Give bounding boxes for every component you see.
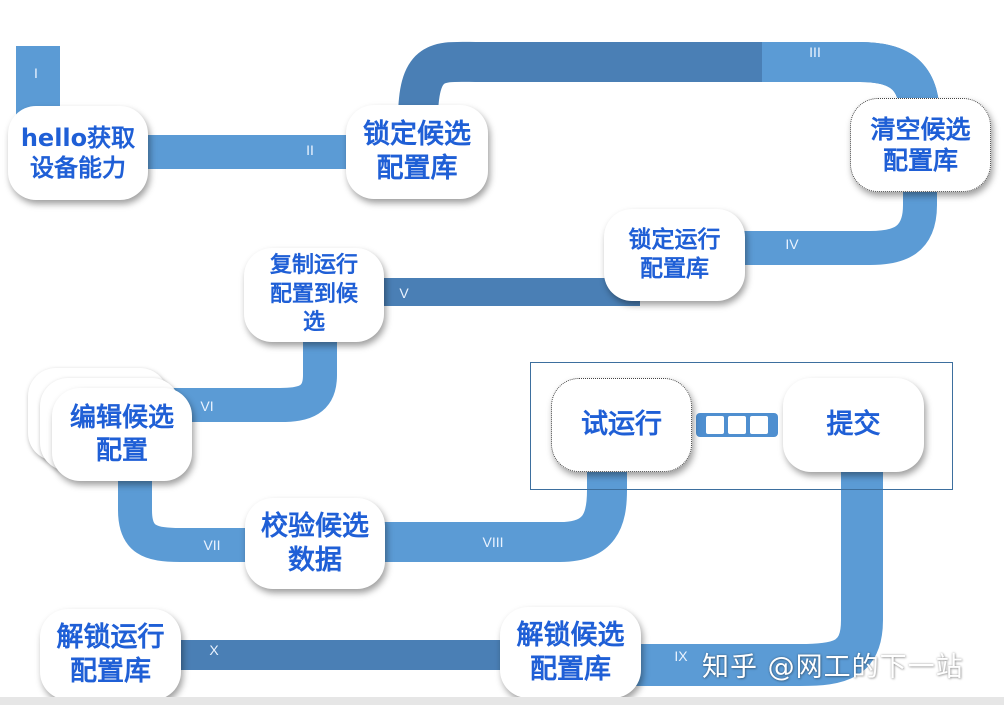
node-edit-candidate: 编辑候选 配置	[52, 388, 192, 481]
step-label-8: VIII	[482, 534, 504, 550]
node-unlock-candidate-label: 解锁候选 配置库	[516, 619, 625, 685]
watermark: 知乎 @网工的下一站	[702, 652, 964, 683]
node-copy-running-to-candidate: 复制运行 配置到候 选	[244, 248, 384, 342]
node-clear-candidate: 清空候选 配置库	[850, 98, 991, 192]
step-label-3: III	[809, 44, 821, 60]
node-clear-candidate-label: 清空候选 配置库	[870, 114, 971, 175]
node-unlock-running-label: 解锁运行 配置库	[56, 621, 165, 687]
node-validate-candidate: 校验候选 数据	[245, 498, 385, 589]
node-validate-candidate-label: 校验候选 数据	[261, 510, 369, 576]
step-label-10: X	[209, 642, 219, 658]
pipe-step-8	[370, 462, 627, 562]
node-lock-running: 锁定运行 配置库	[604, 209, 745, 301]
node-commit: 提交	[783, 378, 924, 472]
node-hello-label: hello获取 设备能力	[20, 124, 136, 182]
node-lock-running-label: 锁定运行 配置库	[628, 227, 721, 282]
step-label-1: I	[34, 65, 38, 81]
node-copy-running-label: 复制运行 配置到候 选	[269, 253, 358, 336]
node-commit-label: 提交	[826, 409, 881, 441]
node-lock-candidate: 锁定候选 配置库	[346, 105, 488, 199]
pipe-step-7	[118, 470, 270, 562]
pipe-step-4	[700, 180, 937, 265]
step-label-9: IX	[674, 648, 688, 664]
pipe-step-6	[150, 330, 337, 422]
node-trial-run-label: 试运行	[581, 409, 662, 441]
node-unlock-running: 解锁运行 配置库	[40, 609, 181, 700]
node-unlock-candidate: 解锁候选 配置库	[500, 607, 641, 698]
node-hello-capabilities: hello获取 设备能力	[8, 106, 148, 200]
pipe-step-9	[620, 460, 883, 686]
bottom-strip	[0, 697, 1004, 705]
step-label-2: II	[306, 142, 314, 158]
step-label-4: IV	[785, 236, 799, 252]
node-trial-run: 试运行	[551, 378, 692, 472]
trial-commit-connector	[696, 413, 778, 437]
node-lock-candidate-label: 锁定候选 配置库	[363, 119, 471, 184]
commit-group-frame	[530, 362, 953, 490]
node-edit-candidate-label: 编辑候选 配置	[69, 403, 174, 466]
step-label-5: V	[399, 285, 409, 301]
step-label-6: VI	[200, 398, 214, 414]
step-label-7: VII	[203, 537, 221, 553]
